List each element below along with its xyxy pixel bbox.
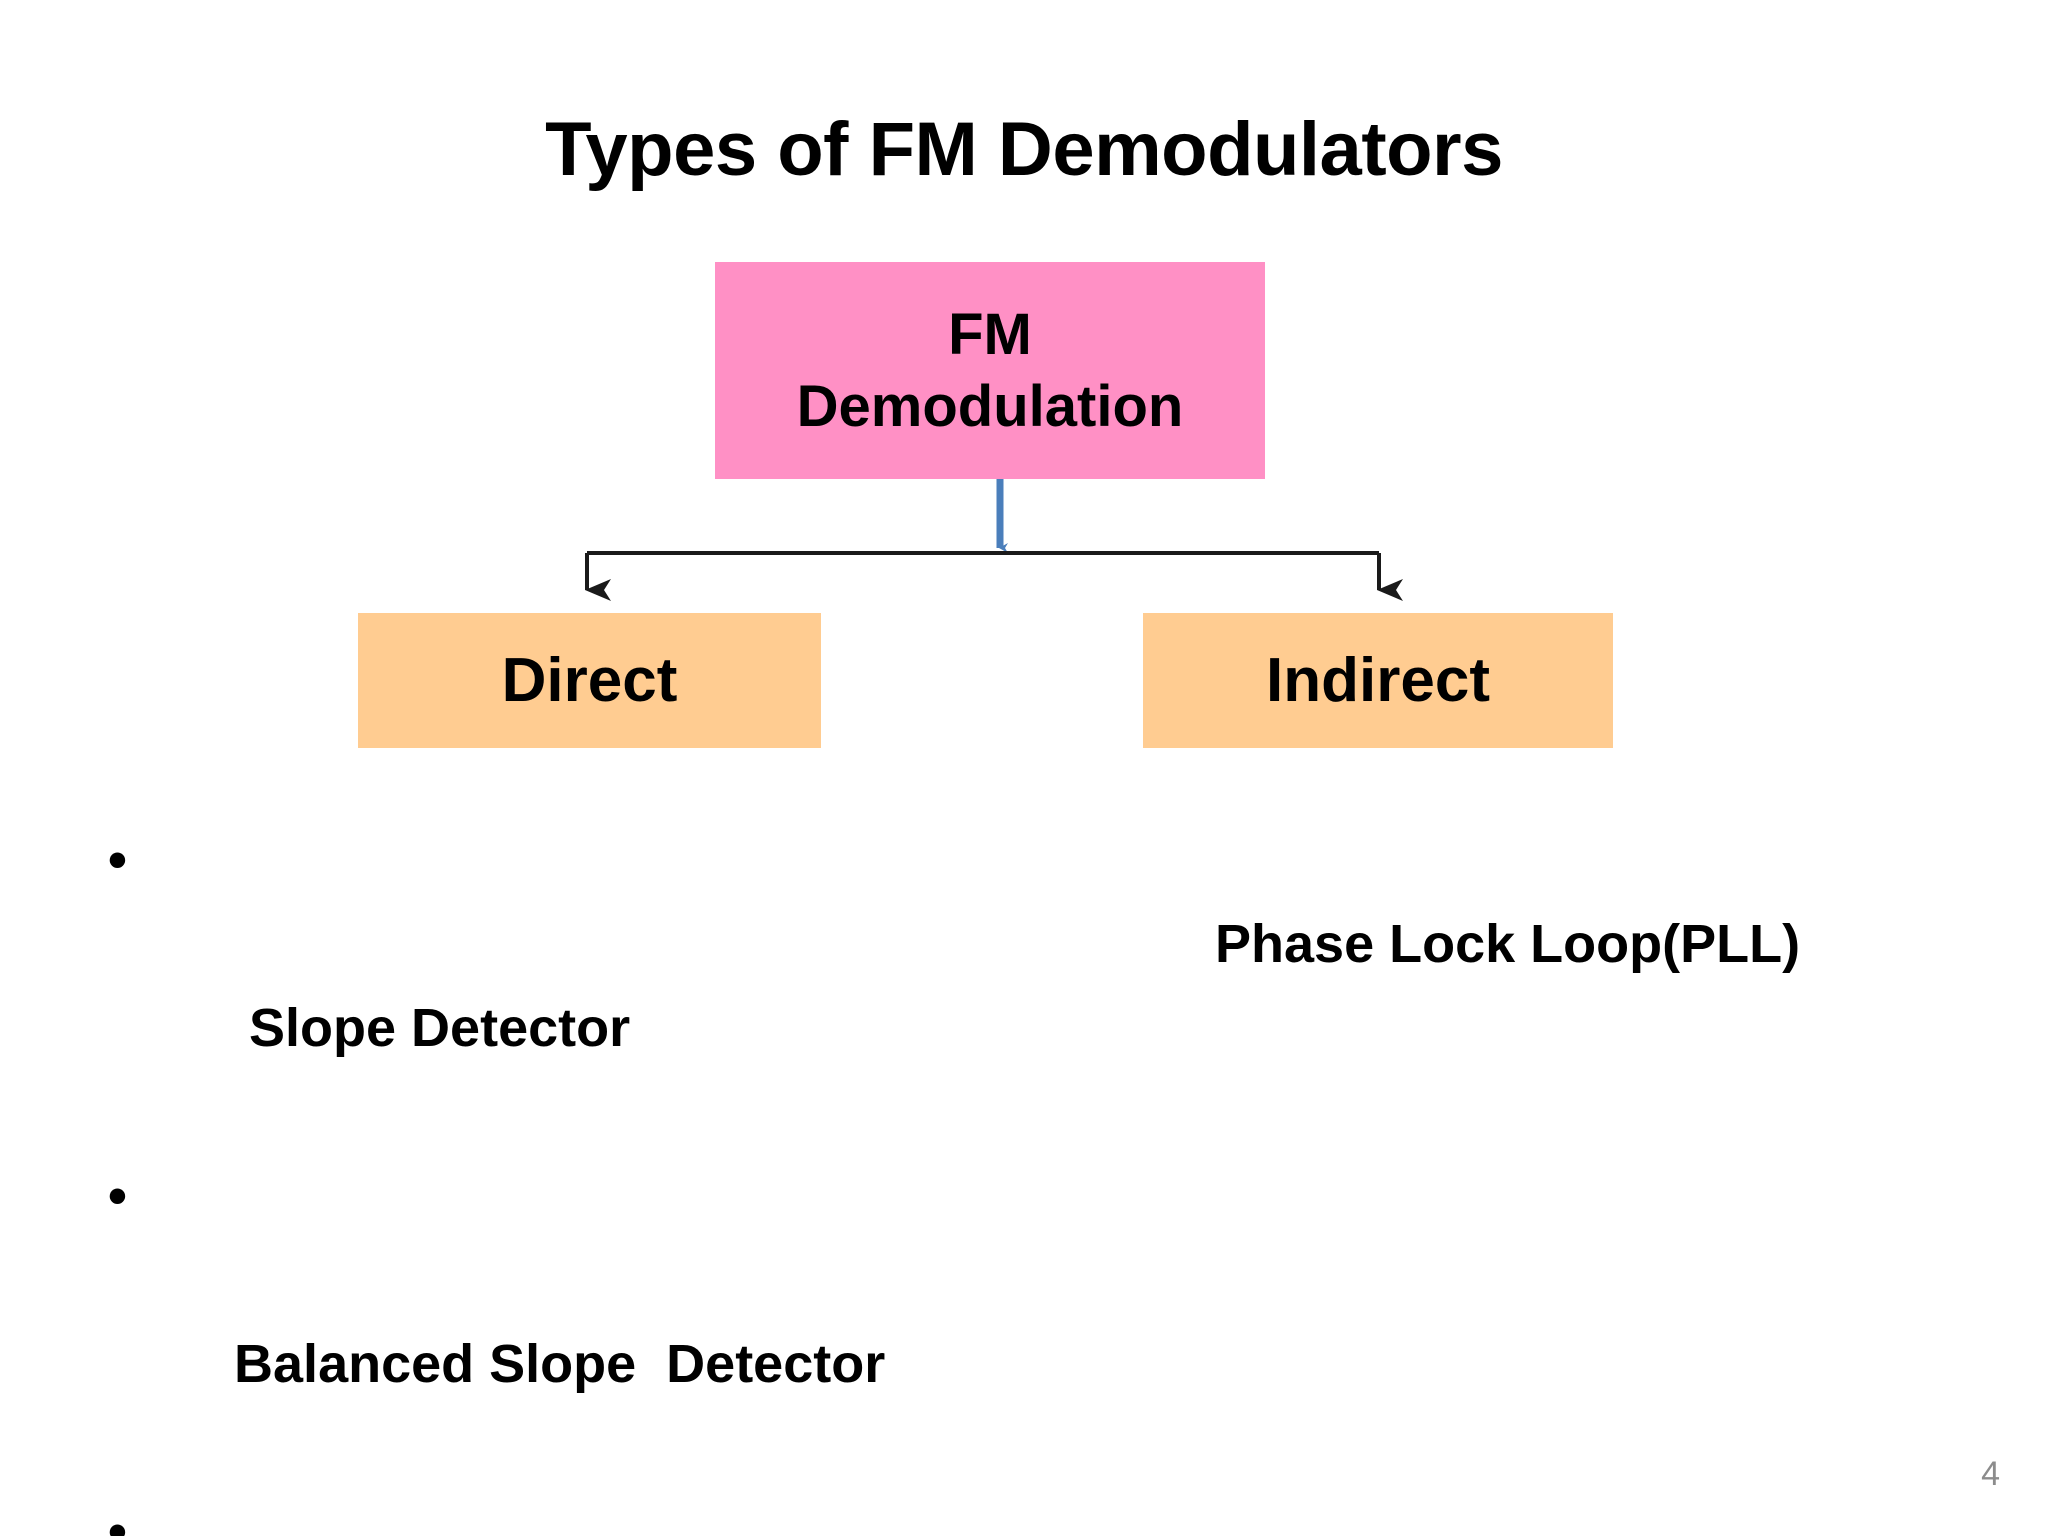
bullet-icon: • <box>108 1166 127 1226</box>
page-number: 4 <box>1981 1455 2000 1493</box>
list-item: • Slope Detector <box>96 818 1156 1154</box>
flow-node-direct-label: Direct <box>501 645 678 715</box>
bullet-icon: • <box>108 830 127 890</box>
flow-node-indirect: Indirect <box>1143 613 1613 748</box>
direct-methods-list: • Slope Detector • Balanced Slope Detect… <box>96 818 1156 1536</box>
indirect-methods-text: Phase Lock Loop(PLL) <box>1155 818 1855 1070</box>
list-item: • Balanced Slope Detector <box>96 1154 1156 1490</box>
flow-node-direct: Direct <box>358 613 821 748</box>
page-title: Types of FM Demodulators <box>545 107 1503 192</box>
list-item: • Foster-Seeley Phase Discriminator <box>96 1490 1156 1536</box>
flow-node-fm-demodulation: FM Demodulation <box>715 262 1265 479</box>
flow-node-indirect-label: Indirect <box>1266 645 1490 715</box>
indirect-method-label: Phase Lock Loop(PLL) <box>1215 914 1801 974</box>
flow-node-fm-demodulation-label: FM Demodulation <box>796 301 1184 439</box>
bullet-icon: • <box>108 1502 127 1536</box>
list-item-label: Balanced Slope Detector <box>234 1334 886 1394</box>
list-item-label: Slope Detector <box>234 998 631 1058</box>
